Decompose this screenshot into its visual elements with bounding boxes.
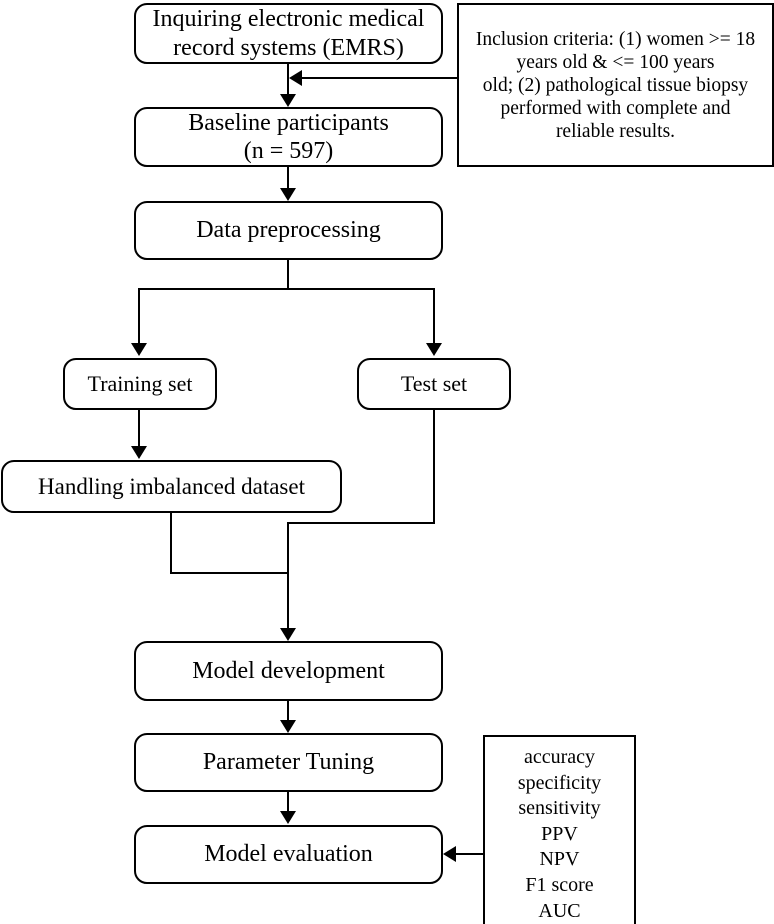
node-handling-imbalanced-dataset: Handling imbalanced dataset (1, 460, 342, 513)
node-test-set: Test set (357, 358, 511, 410)
edge-imbalanced-right-to-merge (170, 572, 289, 574)
node-model-development: Model development (134, 641, 443, 701)
edge-split-to-training-set (138, 288, 140, 346)
node-model-evaluation-label: Model evaluation (204, 841, 373, 868)
node-test-set-label: Test set (400, 371, 468, 397)
edge-preprocessing-down (287, 260, 289, 290)
note-inclusion-criteria: Inclusion criteria: (1) women >= 18 year… (457, 3, 774, 167)
note-evaluation-metrics-label: accuracy specificity sensitivity PPV NPV… (517, 746, 602, 922)
node-data-preprocessing-label: Data preprocessing (196, 217, 381, 244)
edge-parameter-tuning-to-model-evaluation (287, 792, 289, 814)
node-data-preprocessing: Data preprocessing (134, 201, 443, 260)
note-inclusion-criteria-label: Inclusion criteria: (1) women >= 18 year… (475, 28, 756, 142)
arrowhead-emrs-to-baseline (280, 94, 296, 107)
node-model-evaluation: Model evaluation (134, 825, 443, 884)
edge-merge-to-model-development (287, 522, 289, 632)
arrowhead-model-development-to-parameter-tuning (280, 720, 296, 733)
edge-training-set-to-imbalanced (138, 410, 140, 448)
node-parameter-tuning: Parameter Tuning (134, 733, 443, 792)
edge-split-bar (138, 288, 435, 290)
edge-metrics-to-model-evaluation (454, 853, 484, 855)
arrowhead-metrics-to-model-evaluation (443, 846, 456, 862)
node-model-development-label: Model development (192, 657, 385, 684)
node-training-set-label: Training set (87, 371, 193, 397)
edge-test-set-down (433, 410, 435, 523)
arrowhead-split-to-test-set (426, 343, 442, 356)
edge-baseline-to-preprocessing (287, 167, 289, 197)
arrowhead-merge-to-model-development (280, 628, 296, 641)
node-baseline-participants: Baseline participants (n = 597) (134, 107, 443, 167)
node-handling-imbalanced-dataset-label: Handling imbalanced dataset (38, 473, 305, 499)
edge-model-development-to-parameter-tuning (287, 701, 289, 723)
arrowhead-training-set-to-imbalanced (131, 446, 147, 459)
arrowhead-parameter-tuning-to-model-evaluation (280, 811, 296, 824)
edge-criteria-to-trunk (300, 77, 457, 79)
node-inquiring-emrs: Inquiring electronic medical record syst… (134, 3, 443, 64)
edge-imbalanced-down (170, 513, 172, 574)
node-training-set: Training set (63, 358, 217, 410)
arrowhead-baseline-to-preprocessing (280, 188, 296, 201)
arrowhead-split-to-training-set (131, 343, 147, 356)
edge-emrs-to-baseline (287, 64, 289, 100)
arrowhead-criteria-to-trunk (289, 70, 302, 86)
node-baseline-participants-label: Baseline participants (n = 597) (188, 109, 389, 164)
edge-test-set-left-to-merge (287, 522, 435, 524)
edge-split-to-test-set (433, 288, 435, 346)
node-inquiring-emrs-label: Inquiring electronic medical record syst… (152, 6, 425, 61)
node-parameter-tuning-label: Parameter Tuning (202, 749, 375, 776)
note-evaluation-metrics: accuracy specificity sensitivity PPV NPV… (483, 735, 636, 924)
